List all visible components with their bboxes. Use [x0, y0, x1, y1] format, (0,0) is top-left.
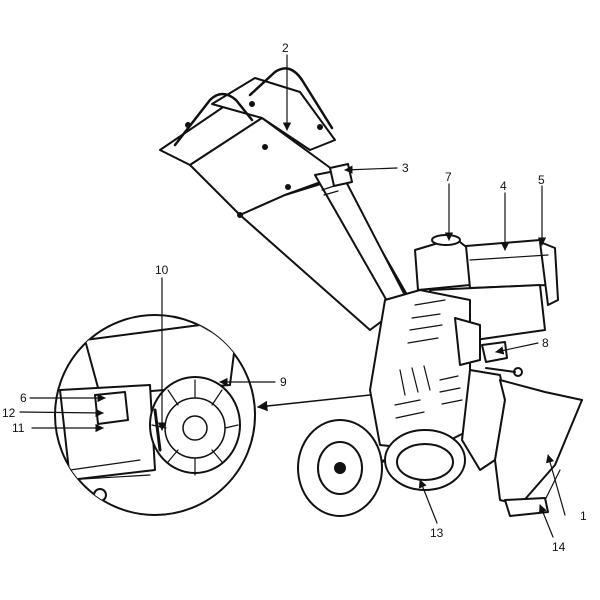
callout-8: 8	[542, 336, 549, 350]
callout-13: 13	[430, 526, 444, 540]
engine	[414, 234, 559, 341]
side-panel	[369, 289, 481, 451]
callout-7: 7	[445, 170, 452, 184]
callout-4: 4	[500, 179, 507, 193]
inset-pointer-arrow	[256, 394, 371, 412]
throttle-fitting	[481, 341, 523, 377]
callout-5: 5	[538, 173, 545, 187]
callout-labels: 1 2 3 4 5 6 7 8 9 10 11 12 13 14	[2, 41, 587, 554]
hopper-bolts	[185, 101, 323, 218]
callout-10: 10	[155, 263, 169, 277]
callout-11: 11	[12, 421, 25, 435]
feed-hopper	[159, 77, 411, 331]
callout-2: 2	[282, 41, 289, 55]
right-wheel	[384, 429, 466, 491]
callout-14: 14	[552, 540, 566, 554]
engine-detail-inset	[54, 314, 256, 516]
callout-12: 12	[2, 406, 16, 420]
callout-1: 1	[580, 509, 587, 523]
callout-leaders	[19, 54, 566, 538]
callout-3: 3	[402, 161, 409, 175]
callout-9: 9	[280, 375, 287, 389]
hopper-handle	[173, 67, 334, 147]
left-wheel	[297, 419, 383, 517]
callout-6: 6	[20, 391, 27, 405]
discharge-chute	[461, 369, 583, 517]
